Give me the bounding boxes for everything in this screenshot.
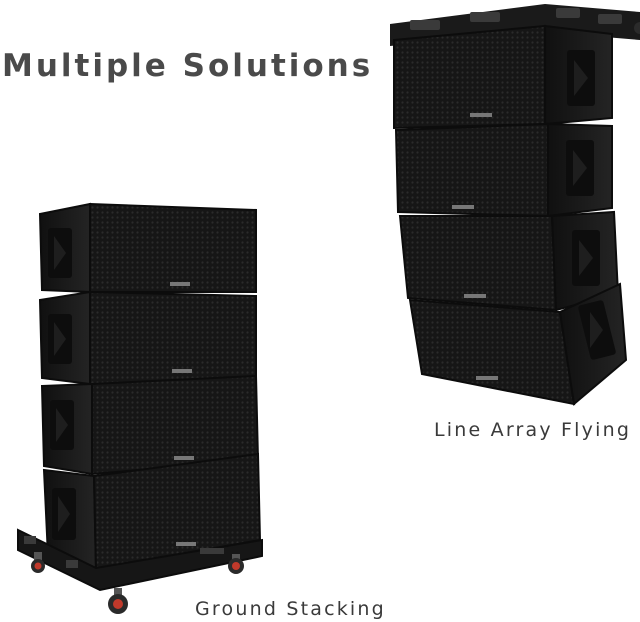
flying-cabinet-3	[398, 210, 620, 312]
ground-cabinet-2	[38, 290, 257, 386]
caption-ground-stacking: Ground Stacking	[195, 598, 386, 620]
wheel-1	[31, 552, 45, 573]
flying-cabinet-2	[394, 122, 613, 218]
headline-title: Multiple Solutions	[2, 48, 374, 84]
flying-cabinet-4	[408, 282, 628, 406]
flying-cabinet-1	[393, 24, 613, 130]
ground-stack	[17, 202, 263, 614]
wheel-3	[228, 554, 244, 574]
wheel-2	[108, 588, 128, 614]
ground-frame-dolly	[17, 528, 263, 592]
ground-cabinet-3	[40, 374, 260, 476]
ground-cabinet-4	[42, 452, 262, 572]
caption-line-array-flying: Line Array Flying	[434, 419, 632, 441]
flying-array	[390, 4, 640, 406]
ground-cabinet-1	[38, 202, 257, 294]
